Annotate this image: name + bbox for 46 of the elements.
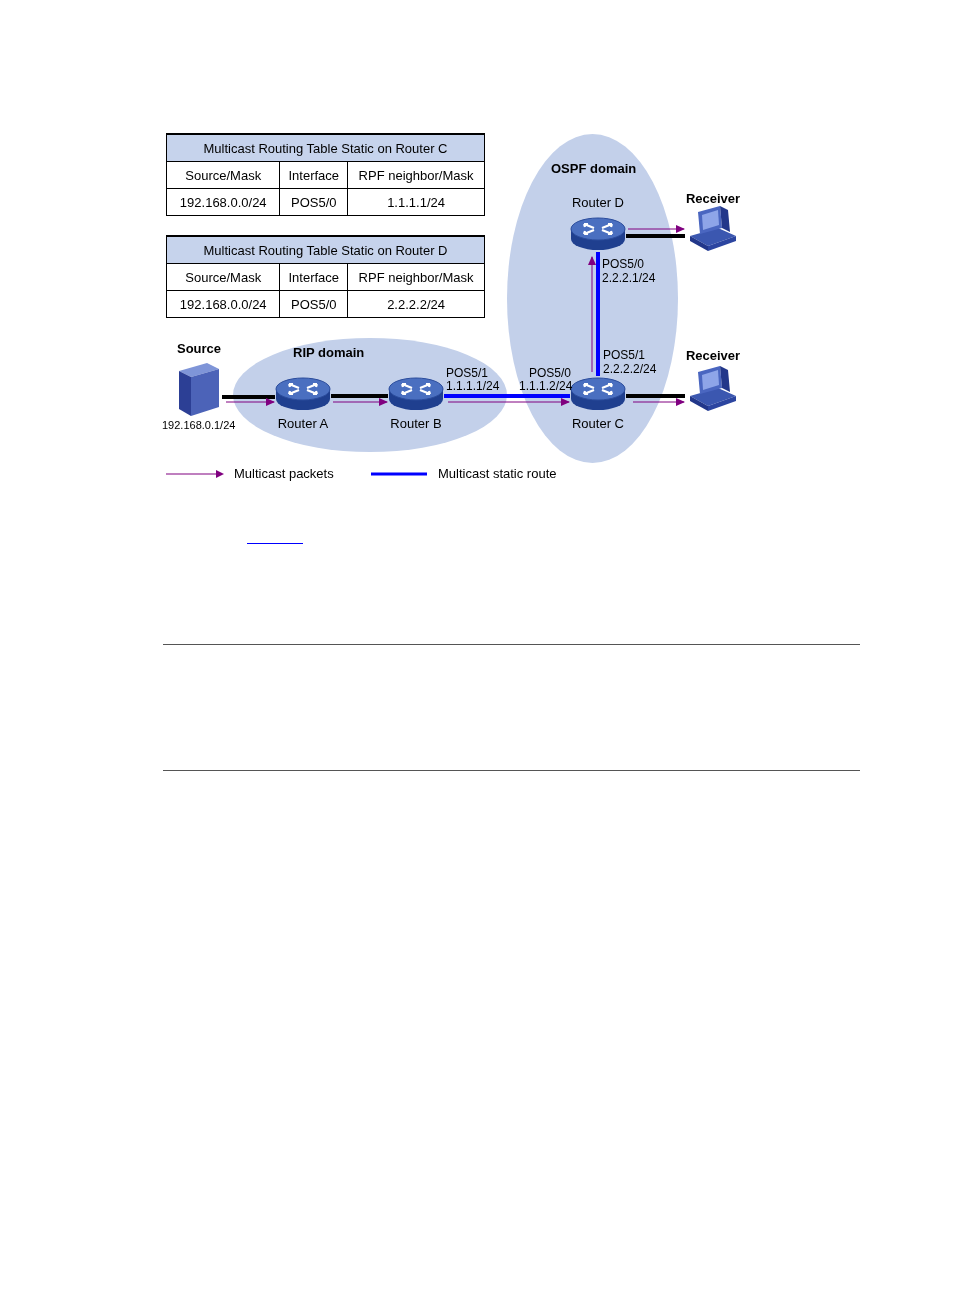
column-header-cell: Interface bbox=[279, 161, 348, 189]
table-cell: 192.168.0.0/24 bbox=[166, 290, 280, 318]
interface-label: 2.2.2.1/24 bbox=[602, 271, 656, 285]
interface-label: POS5/0 bbox=[602, 257, 645, 271]
table-title-cell: Multicast Routing Table Static on Router C bbox=[166, 134, 485, 162]
table-cell: POS5/0 bbox=[279, 290, 348, 318]
table-cell: 1.1.1.1/24 bbox=[347, 188, 485, 216]
column-header-cell: RPF neighbor/Mask bbox=[347, 263, 485, 291]
table-cell: POS5/0 bbox=[279, 188, 348, 216]
link-line bbox=[331, 394, 388, 398]
link-line bbox=[596, 252, 600, 376]
interface-label: 1.1.1.1/24 bbox=[446, 379, 500, 393]
source-label: Source bbox=[176, 341, 222, 356]
table-title-cell: Multicast Routing Table Static on Router D bbox=[166, 236, 485, 264]
address-label: 192.168.0.1/24 bbox=[162, 419, 236, 431]
column-header-cell: Source/Mask bbox=[166, 263, 280, 291]
interface-label: POS5/0 bbox=[529, 366, 572, 380]
column-header-cell: Source/Mask bbox=[166, 161, 280, 189]
arrow bbox=[447, 398, 570, 406]
interface-label: POS5/1 bbox=[603, 348, 646, 362]
table-cell: 192.168.0.0/24 bbox=[166, 188, 280, 216]
legend-label: Multicast static route bbox=[438, 466, 557, 481]
arrow bbox=[632, 398, 685, 406]
link-line bbox=[444, 394, 570, 398]
arrow bbox=[225, 398, 275, 406]
router-label: Router B bbox=[390, 416, 442, 431]
interface-label: 2.2.2.2/24 bbox=[603, 362, 657, 376]
router-label: Router D bbox=[572, 195, 624, 210]
interface-label: POS5/1 bbox=[446, 366, 489, 380]
column-header-cell: RPF neighbor/Mask bbox=[347, 161, 485, 189]
link-line bbox=[626, 394, 685, 398]
table-cell: 2.2.2.2/24 bbox=[347, 290, 485, 318]
domain-title: OSPF domain bbox=[551, 161, 637, 176]
link-line bbox=[626, 234, 685, 238]
interface-label: 1.1.1.2/24 bbox=[519, 379, 573, 393]
receiver-label: Receiver bbox=[685, 348, 741, 363]
receiver-label: Receiver bbox=[685, 191, 741, 206]
domain-title: RIP domain bbox=[293, 345, 365, 360]
arrow bbox=[627, 225, 685, 233]
router-label: Router C bbox=[572, 416, 624, 431]
router-label: Router A bbox=[277, 416, 329, 431]
legend-label: Multicast packets bbox=[234, 466, 334, 481]
arrow bbox=[332, 398, 388, 406]
column-header-cell: Interface bbox=[279, 263, 348, 291]
arrow bbox=[588, 256, 596, 373]
link-line bbox=[222, 395, 275, 399]
